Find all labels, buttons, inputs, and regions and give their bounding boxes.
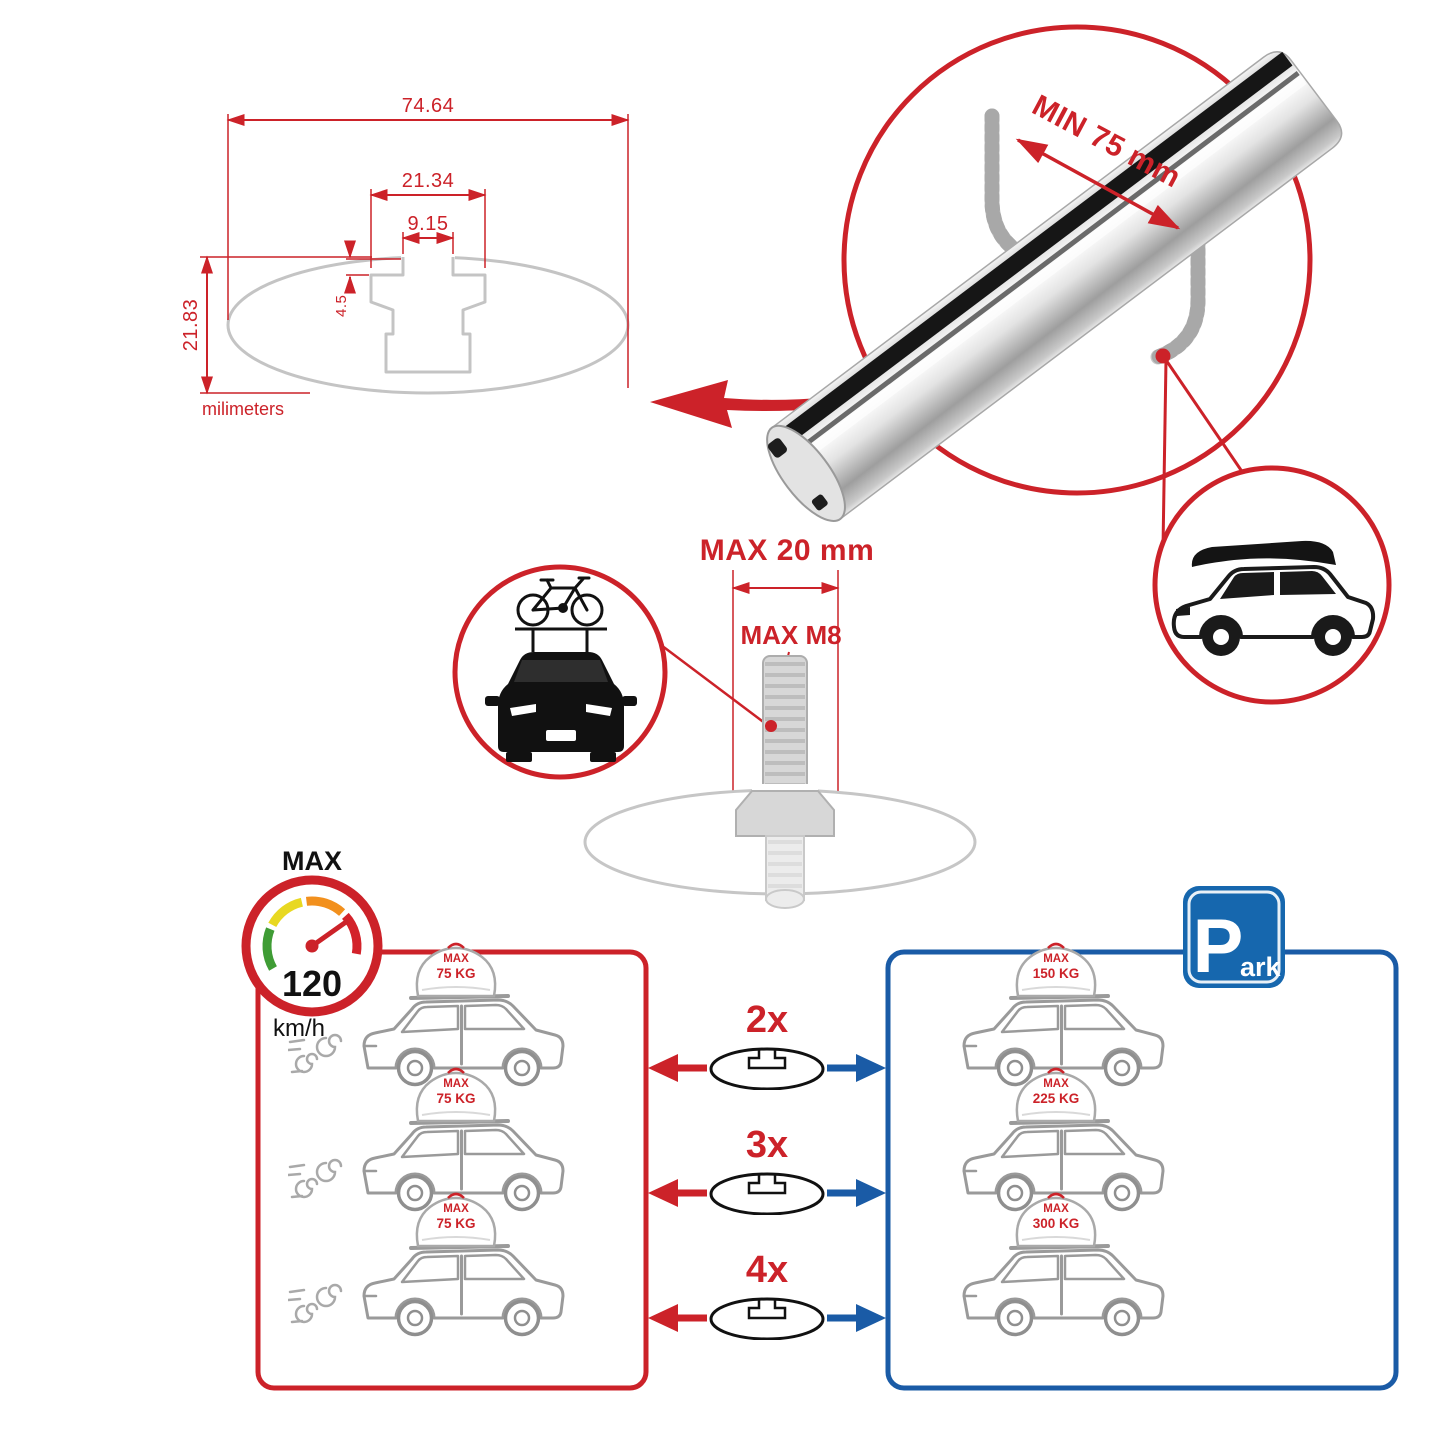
roof-rack-mount: [515, 627, 607, 652]
parked-load-line1: MAX: [1043, 1203, 1069, 1215]
dim-slot-inner-width-value: 9.15: [408, 213, 449, 235]
suv-with-roofbox: [1171, 540, 1376, 656]
bike-silhouette: [516, 576, 604, 627]
suv-roofbox-circle: [1152, 465, 1392, 705]
driving-load-line1: MAX: [443, 953, 469, 965]
parking-sign-suffix: ark: [1240, 952, 1282, 982]
clamp-point-dot: [1155, 348, 1171, 364]
parked-load-line2: 150 KG: [1033, 966, 1080, 981]
gauge-arc: [262, 896, 362, 971]
bar-multiplier: 4x: [746, 1249, 788, 1291]
bar-profile-icon: [709, 1297, 825, 1340]
dim-total-height-value: 21.83: [180, 299, 202, 352]
max-thread-label: MAX M8: [740, 620, 841, 650]
callout-line-2: [1161, 359, 1168, 549]
bar-profile-icon: [709, 1047, 825, 1090]
driving-load-line2: 75 KG: [436, 966, 475, 981]
gauge-title: MAX: [282, 846, 342, 876]
dim-slot-outer-width: 21.34: [369, 170, 487, 268]
dim-slot-depth-value: 4.5: [333, 295, 350, 317]
parked-load-line1: MAX: [1043, 1078, 1069, 1090]
gauge-needle: [309, 919, 349, 949]
dim-total-width-value: 74.64: [402, 95, 455, 117]
arrow-to-parked-panel: [856, 1054, 886, 1082]
parking-sign-letter: P: [1193, 904, 1244, 989]
load-row-1: MAX 75 KG 2x MAX 150 KG: [288, 942, 1165, 1090]
dim-slot-depth: 4.5: [333, 240, 401, 317]
arrow-to-driving-panel: [648, 1304, 678, 1332]
bolt-lower-shaft: [765, 835, 805, 909]
max-bolt-length-label: MAX 20 mm: [700, 534, 875, 567]
units-label: milimeters: [202, 399, 284, 419]
bike-car-circle: [452, 564, 767, 780]
bar-multiplier: 3x: [746, 1124, 788, 1166]
driving-load-line2: 75 KG: [436, 1091, 475, 1106]
roof-box: [1191, 540, 1336, 567]
parked-load-line1: MAX: [1043, 953, 1069, 965]
driving-load-line1: MAX: [443, 1203, 469, 1215]
callout-line-1: [1164, 359, 1245, 474]
cross-section-diagram: 74.64 21.34 9.15 4.5 21.83 mili: [180, 95, 630, 419]
parking-sign: P ark: [1183, 886, 1285, 989]
t-slot-adapter: [735, 790, 835, 837]
dim-total-width: 74.64: [226, 95, 630, 388]
parked-load-line2: 225 KG: [1033, 1091, 1080, 1106]
arrow-to-parked-panel: [856, 1179, 886, 1207]
speed-gauge: MAX 120 km/h: [241, 846, 383, 1042]
bike-circle-callout-line: [660, 644, 767, 725]
bolt-detail: MAX 20 mm MAX M8: [583, 534, 977, 909]
dim-total-height: 21.83: [180, 255, 372, 395]
dim-slot-inner-width: 9.15: [401, 213, 455, 254]
bar-multiplier: 2x: [746, 999, 788, 1041]
callout-arrow: [650, 368, 984, 428]
parked-load-line2: 300 KG: [1033, 1216, 1080, 1231]
arrow-to-parked-panel: [856, 1304, 886, 1332]
gauge-value: 120: [282, 963, 342, 1004]
profile-slot: [369, 257, 487, 374]
load-row-3: MAX 75 KG 4x MAX 300 KG: [288, 1192, 1165, 1340]
gauge-units: km/h: [273, 1015, 325, 1042]
load-row-2: MAX 75 KG 3x MAX 225 KG: [288, 1067, 1165, 1215]
driving-load-line1: MAX: [443, 1078, 469, 1090]
bolt-point-dot: [765, 720, 777, 732]
bar-profile-icon: [709, 1172, 825, 1215]
car-front-silhouette: [485, 652, 637, 762]
driving-load-line2: 75 KG: [436, 1216, 475, 1231]
dim-slot-outer-width-value: 21.34: [402, 170, 455, 192]
arrow-to-driving-panel: [648, 1054, 678, 1082]
arrow-to-driving-panel: [648, 1179, 678, 1207]
